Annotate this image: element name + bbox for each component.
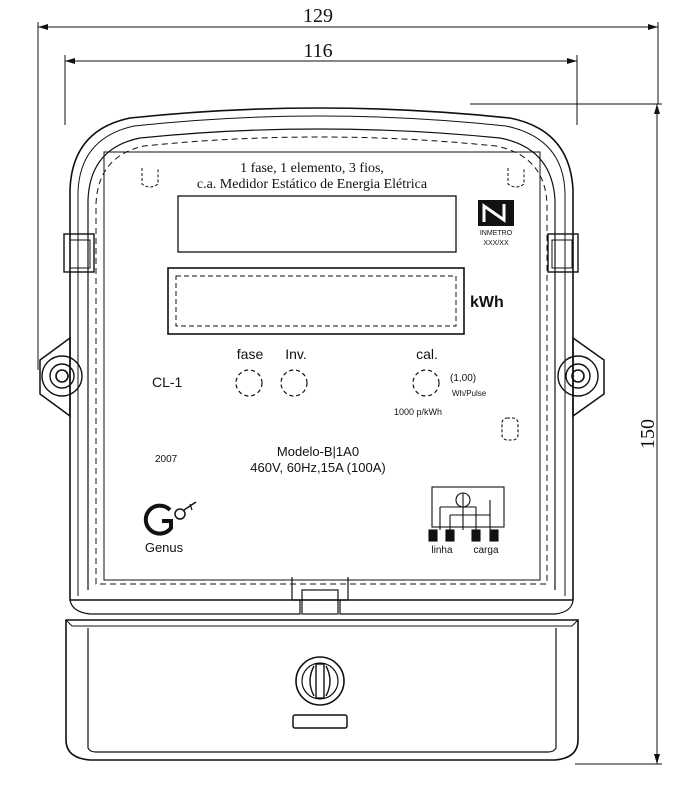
dimension-inner-width: 116 <box>64 40 578 125</box>
inv-led <box>280 369 308 397</box>
class-label: CL-1 <box>152 374 183 390</box>
inmetro-logo: INMETRO XXX/XX <box>478 200 514 247</box>
dimension-overall-width: 129 <box>37 5 659 370</box>
brand-label: Genus <box>145 540 184 555</box>
dimension-height: 150 <box>470 103 662 765</box>
cal-led <box>412 369 440 397</box>
right-latch <box>547 233 579 273</box>
model-label: Modelo-B|1A0 <box>277 444 359 459</box>
year-label: 2007 <box>155 454 178 465</box>
wiring-linha-label: linha <box>431 545 453 556</box>
inmetro-logo-text: INMETRO <box>480 230 513 237</box>
inv-label: Inv. <box>285 346 307 362</box>
fase-label: fase <box>237 346 264 362</box>
dimension-label-150: 150 <box>637 419 659 449</box>
cal-label: cal. <box>416 346 438 362</box>
pulse-rate: 1000 p/kWh <box>394 407 442 417</box>
genus-logo <box>143 501 197 536</box>
lcd-display <box>167 267 465 335</box>
top-left-hole <box>141 168 159 188</box>
left-mounting-ear <box>39 336 83 418</box>
dimension-label-116: 116 <box>303 40 332 62</box>
unit-label-kwh: kWh <box>470 294 504 311</box>
left-latch <box>63 233 95 273</box>
terminal-cover <box>65 619 579 761</box>
top-right-hole <box>507 168 525 188</box>
pulse-value: (1,00) <box>450 373 476 384</box>
header-line-2: c.a. Medidor Estático de Energia Elétric… <box>197 177 428 192</box>
nameplate-box <box>177 195 457 253</box>
wiring-carga-label: carga <box>473 545 498 556</box>
header-line-1: 1 fase, 1 elemento, 3 fios, <box>240 161 384 176</box>
inmetro-logo-code: XXX/XX <box>483 240 509 247</box>
ratings-label: 460V, 60Hz,15A (100A) <box>250 460 385 475</box>
optical-port <box>501 417 519 441</box>
pulse-unit: Wh/Pulse <box>452 389 487 398</box>
cover-slot <box>292 714 348 729</box>
dimension-label-129: 129 <box>303 5 333 27</box>
meter-body <box>69 107 574 615</box>
right-mounting-ear <box>557 336 605 418</box>
seal-screw <box>295 656 345 706</box>
fase-led <box>235 369 263 397</box>
wiring-diagram <box>428 486 505 542</box>
